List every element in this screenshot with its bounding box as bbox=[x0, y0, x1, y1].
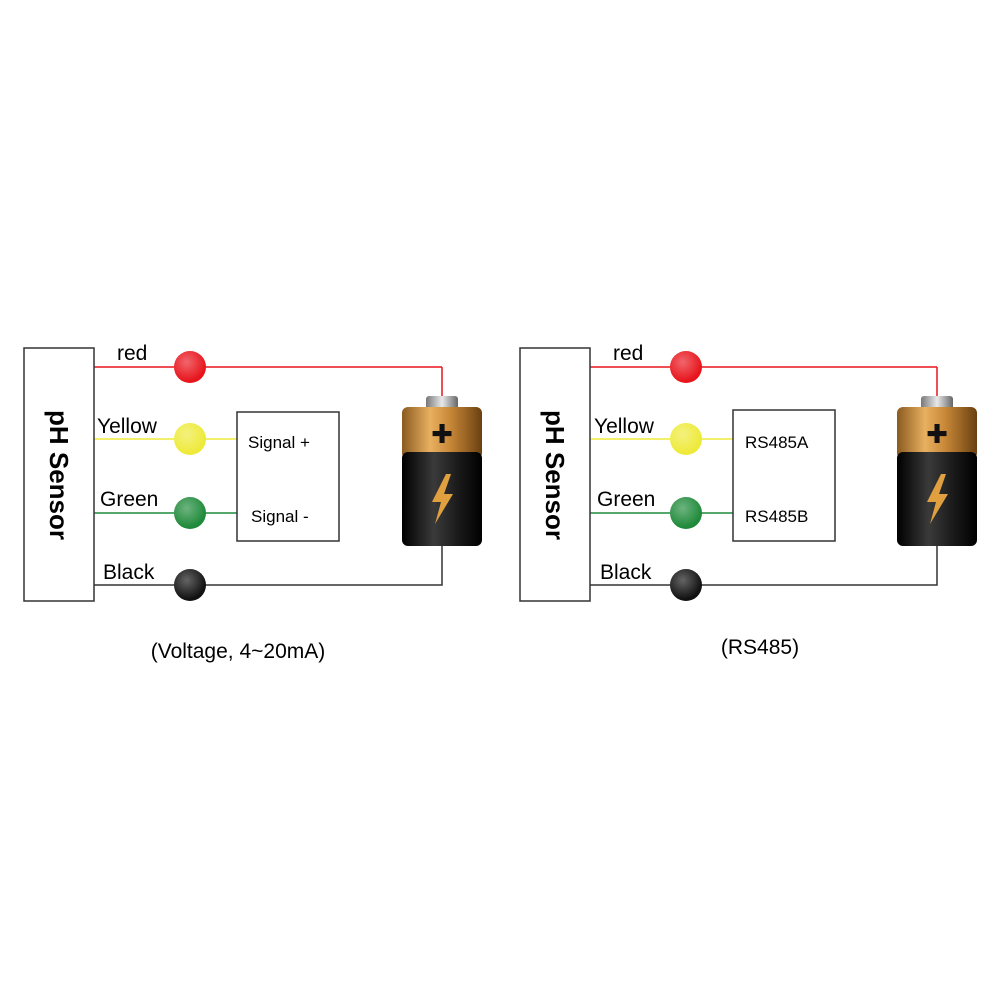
battery-cap bbox=[921, 396, 953, 410]
sensor-box bbox=[23, 347, 95, 602]
terminal-dot-green-shine bbox=[174, 497, 206, 529]
battery-cap bbox=[426, 396, 458, 410]
terminal-dot-green-shine bbox=[670, 497, 702, 529]
lightning-bolt-icon bbox=[927, 474, 948, 524]
terminal-label-positive: Signal + bbox=[248, 433, 310, 452]
terminal-dot-yellow-shine bbox=[670, 423, 702, 455]
panel-rs485: pH Sensor red Yellow Green Black RS485A … bbox=[519, 342, 977, 659]
rs485-box bbox=[732, 409, 836, 542]
battery-top-gold bbox=[402, 407, 482, 459]
battery-icon: ✚ bbox=[402, 396, 482, 546]
terminal-dot-red-shine bbox=[174, 351, 206, 383]
caption: (RS485) bbox=[721, 636, 799, 659]
sensor-box bbox=[519, 347, 591, 602]
terminal-dot-black-shine bbox=[670, 569, 702, 601]
black-wire bbox=[590, 545, 938, 586]
terminal-label-negative: Signal - bbox=[251, 507, 309, 526]
wire-label-green: Green bbox=[100, 488, 158, 511]
caption: (Voltage, 4~20mA) bbox=[151, 640, 326, 663]
wire-label-yellow: Yellow bbox=[594, 415, 655, 438]
plus-icon: ✚ bbox=[926, 420, 948, 450]
terminal-label-b: RS485B bbox=[745, 507, 808, 526]
sensor-label: pH Sensor bbox=[540, 410, 570, 540]
wire-label-black: Black bbox=[103, 561, 155, 584]
terminal-dot-yellow-shine bbox=[174, 423, 206, 455]
plus-icon: ✚ bbox=[431, 420, 453, 450]
terminal-label-a: RS485A bbox=[745, 433, 809, 452]
wire-label-black: Black bbox=[600, 561, 652, 584]
sensor-label: pH Sensor bbox=[44, 410, 74, 540]
wire-label-red: red bbox=[117, 342, 147, 365]
wire-label-red: red bbox=[613, 342, 643, 365]
battery-top-gold bbox=[897, 407, 977, 459]
signal-box bbox=[236, 411, 340, 542]
panel-voltage: pH Sensor red Yellow Green Black Signal … bbox=[23, 342, 482, 663]
terminal-dot-red-shine bbox=[670, 351, 702, 383]
wire-label-green: Green bbox=[597, 488, 655, 511]
terminal-dot-black-shine bbox=[174, 569, 206, 601]
lightning-bolt-icon bbox=[432, 474, 453, 524]
wire-label-yellow: Yellow bbox=[97, 415, 158, 438]
black-wire bbox=[94, 545, 443, 586]
battery-icon: ✚ bbox=[897, 396, 977, 546]
